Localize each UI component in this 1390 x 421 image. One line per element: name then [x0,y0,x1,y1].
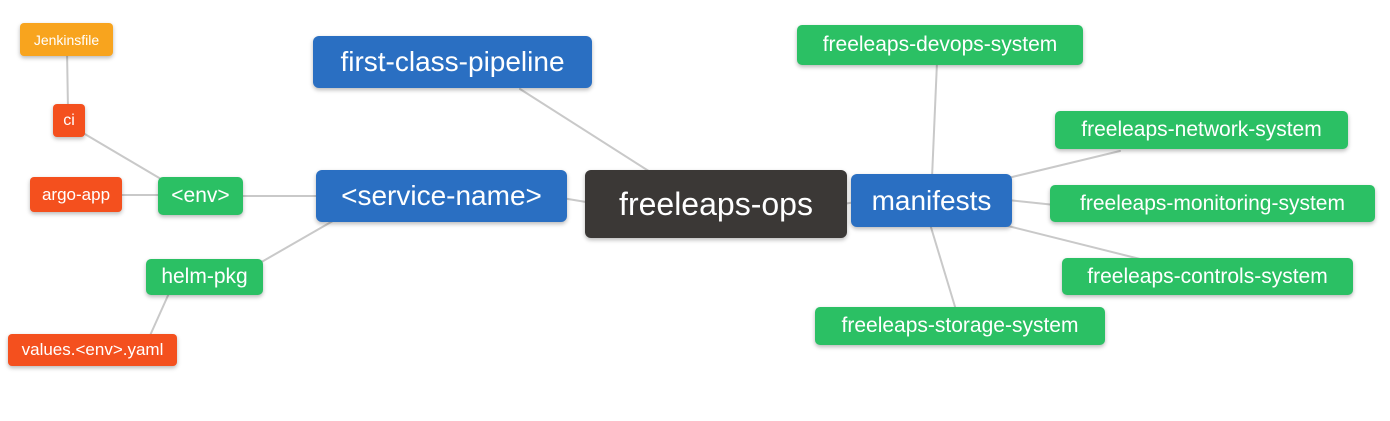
node-jenkinsfile[interactable]: Jenkinsfile [20,23,113,56]
node-ci[interactable]: ci [53,104,85,137]
node-freeleaps-storage-system[interactable]: freeleaps-storage-system [815,307,1105,345]
edge-jenkinsfile-ci [66,49,69,111]
edge-pipeline-freeleaps-ops [519,88,656,176]
node-argo-app[interactable]: argo-app [30,177,122,212]
node-label: freeleaps-monitoring-system [1080,191,1345,215]
node-label: <env> [171,184,230,207]
node-freeleaps-devops-system[interactable]: freeleaps-devops-system [797,25,1083,65]
node-manifests[interactable]: manifests [851,174,1012,227]
node-freeleaps-network-system[interactable]: freeleaps-network-system [1055,111,1348,149]
node-label: helm-pkg [161,265,248,288]
node-label: values.<env>.yaml [21,340,164,359]
node-label: freeleaps-devops-system [822,33,1058,56]
node-label: freeleaps-network-system [1081,118,1322,141]
node-values-env-yaml[interactable]: values.<env>.yaml [8,334,177,366]
node-helm-pkg[interactable]: helm-pkg [146,259,263,295]
edge-manifests-devops [931,61,938,179]
node-env[interactable]: <env> [158,177,243,215]
node-label: ci [63,111,75,129]
edge-service-name-helm-pkg [257,217,339,265]
edge-manifests-controls [1007,225,1141,260]
edge-helm-pkg-values [147,290,171,341]
node-label: freeleaps-storage-system [841,314,1079,337]
node-label: <service-name> [341,180,542,211]
node-label: first-class-pipeline [340,46,565,77]
node-label: Jenkinsfile [33,31,100,48]
edge-manifests-monitoring [1007,199,1056,206]
node-label: freeleaps-ops [619,185,813,222]
edge-ci-env [77,129,167,183]
node-label: freeleaps-controls-system [1087,264,1328,288]
node-service-name[interactable]: <service-name> [316,170,567,222]
node-freeleaps-ops-root[interactable]: freeleaps-ops [585,170,847,238]
node-freeleaps-monitoring-system[interactable]: freeleaps-monitoring-system [1050,185,1375,222]
node-label: manifests [871,184,992,216]
edge-manifests-storage [929,223,957,311]
edge-manifests-network [1007,150,1121,179]
node-first-class-pipeline[interactable]: first-class-pipeline [313,36,592,88]
node-freeleaps-controls-system[interactable]: freeleaps-controls-system [1062,258,1353,295]
node-label: argo-app [41,184,111,204]
